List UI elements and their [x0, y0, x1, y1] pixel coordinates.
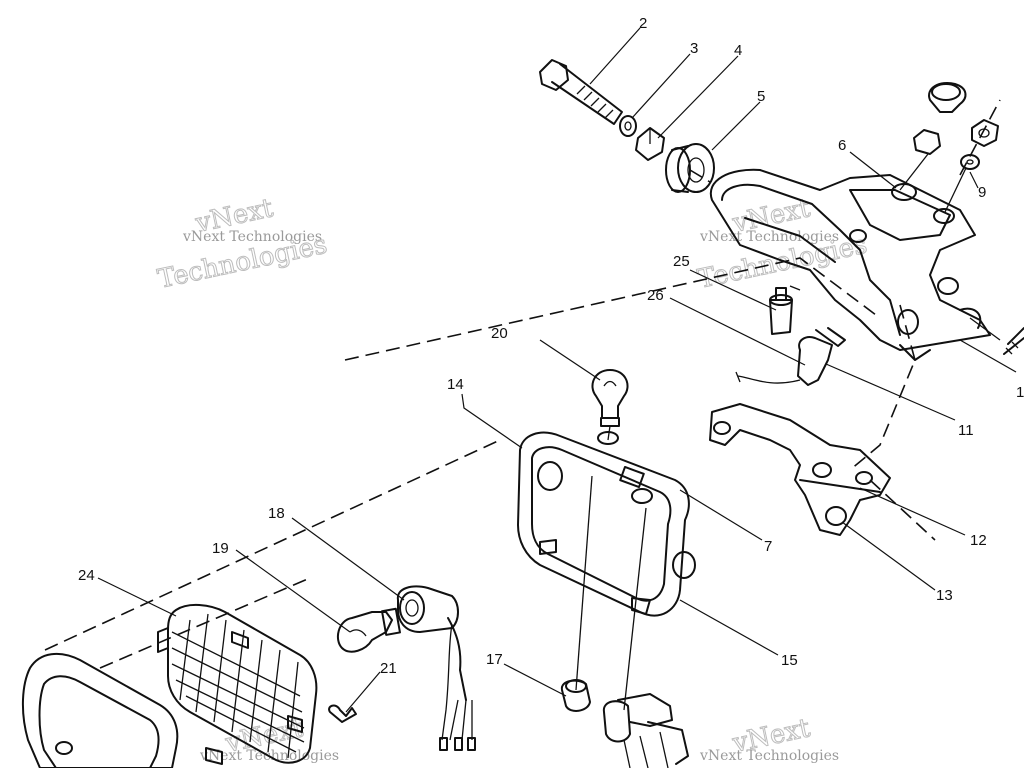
callout-7: 7: [764, 538, 772, 555]
callout-26: 26: [647, 287, 664, 304]
callout-17: 17: [486, 651, 503, 668]
callout-4: 4: [734, 42, 742, 59]
bolt-right-edge: [969, 317, 1024, 355]
hex-nut-upper-right: [971, 119, 999, 147]
callout-15: 15: [781, 652, 798, 669]
spring-clip: [328, 704, 357, 723]
callout-18: 18: [268, 505, 285, 522]
callout-11: 11: [958, 422, 974, 439]
indicator-bulb-holder-26: [735, 327, 846, 386]
callout-12: 12: [970, 532, 987, 549]
callout-24: 24: [78, 567, 95, 584]
rubber-cap: [928, 82, 967, 113]
headlight-bulb: [336, 607, 401, 653]
callout-9: 9: [978, 184, 986, 201]
callout-25: 25: [673, 253, 690, 270]
lower-bracket: [709, 403, 891, 536]
watermark-small: vNext Technologies: [182, 229, 322, 245]
grommet: [665, 143, 715, 193]
washer-9: [944, 154, 980, 213]
assembly-dashed-lines: [44, 99, 1001, 669]
watermark-small: vNext Technologies: [699, 748, 839, 764]
watermark-top-left: vNext vNext Technologies Technologies: [155, 193, 331, 296]
headlight-lens: [157, 604, 318, 765]
watermark-top-right: vNext vNext Technologies Technologies: [695, 193, 871, 296]
callout-labels: 2 3 4 5 6 9 25 26 20 14 11 12 13 7 15 18…: [78, 15, 1024, 677]
connector-17: [560, 679, 591, 712]
watermark-small: vNext Technologies: [699, 229, 839, 245]
hex-nut-upper-left: [899, 129, 941, 191]
callout-2: 2: [639, 15, 647, 32]
bolt: [539, 59, 623, 125]
connector-plugs: [602, 693, 689, 768]
callout-19: 19: [212, 540, 229, 557]
callout-6: 6: [838, 137, 846, 154]
washer: [619, 115, 637, 137]
indicator-socket-25: [769, 285, 801, 335]
headlight-socket: [396, 585, 476, 751]
callout-3: 3: [690, 40, 698, 57]
headlight-mount-bracket: [709, 168, 991, 361]
callout-5: 5: [757, 88, 765, 105]
indicator-bulb: [591, 369, 629, 441]
headlight-housing: [517, 431, 696, 711]
square-nut: [635, 127, 665, 161]
leader-lines: [97, 27, 1017, 713]
headlight-rim: [21, 652, 179, 768]
callout-1: 1: [1016, 384, 1024, 401]
callout-20: 20: [491, 325, 508, 342]
callout-13: 13: [936, 587, 953, 604]
callout-14: 14: [447, 376, 464, 393]
callout-21: 21: [380, 660, 397, 677]
watermark-bottom-right: vNext vNext Technologies: [699, 713, 839, 764]
